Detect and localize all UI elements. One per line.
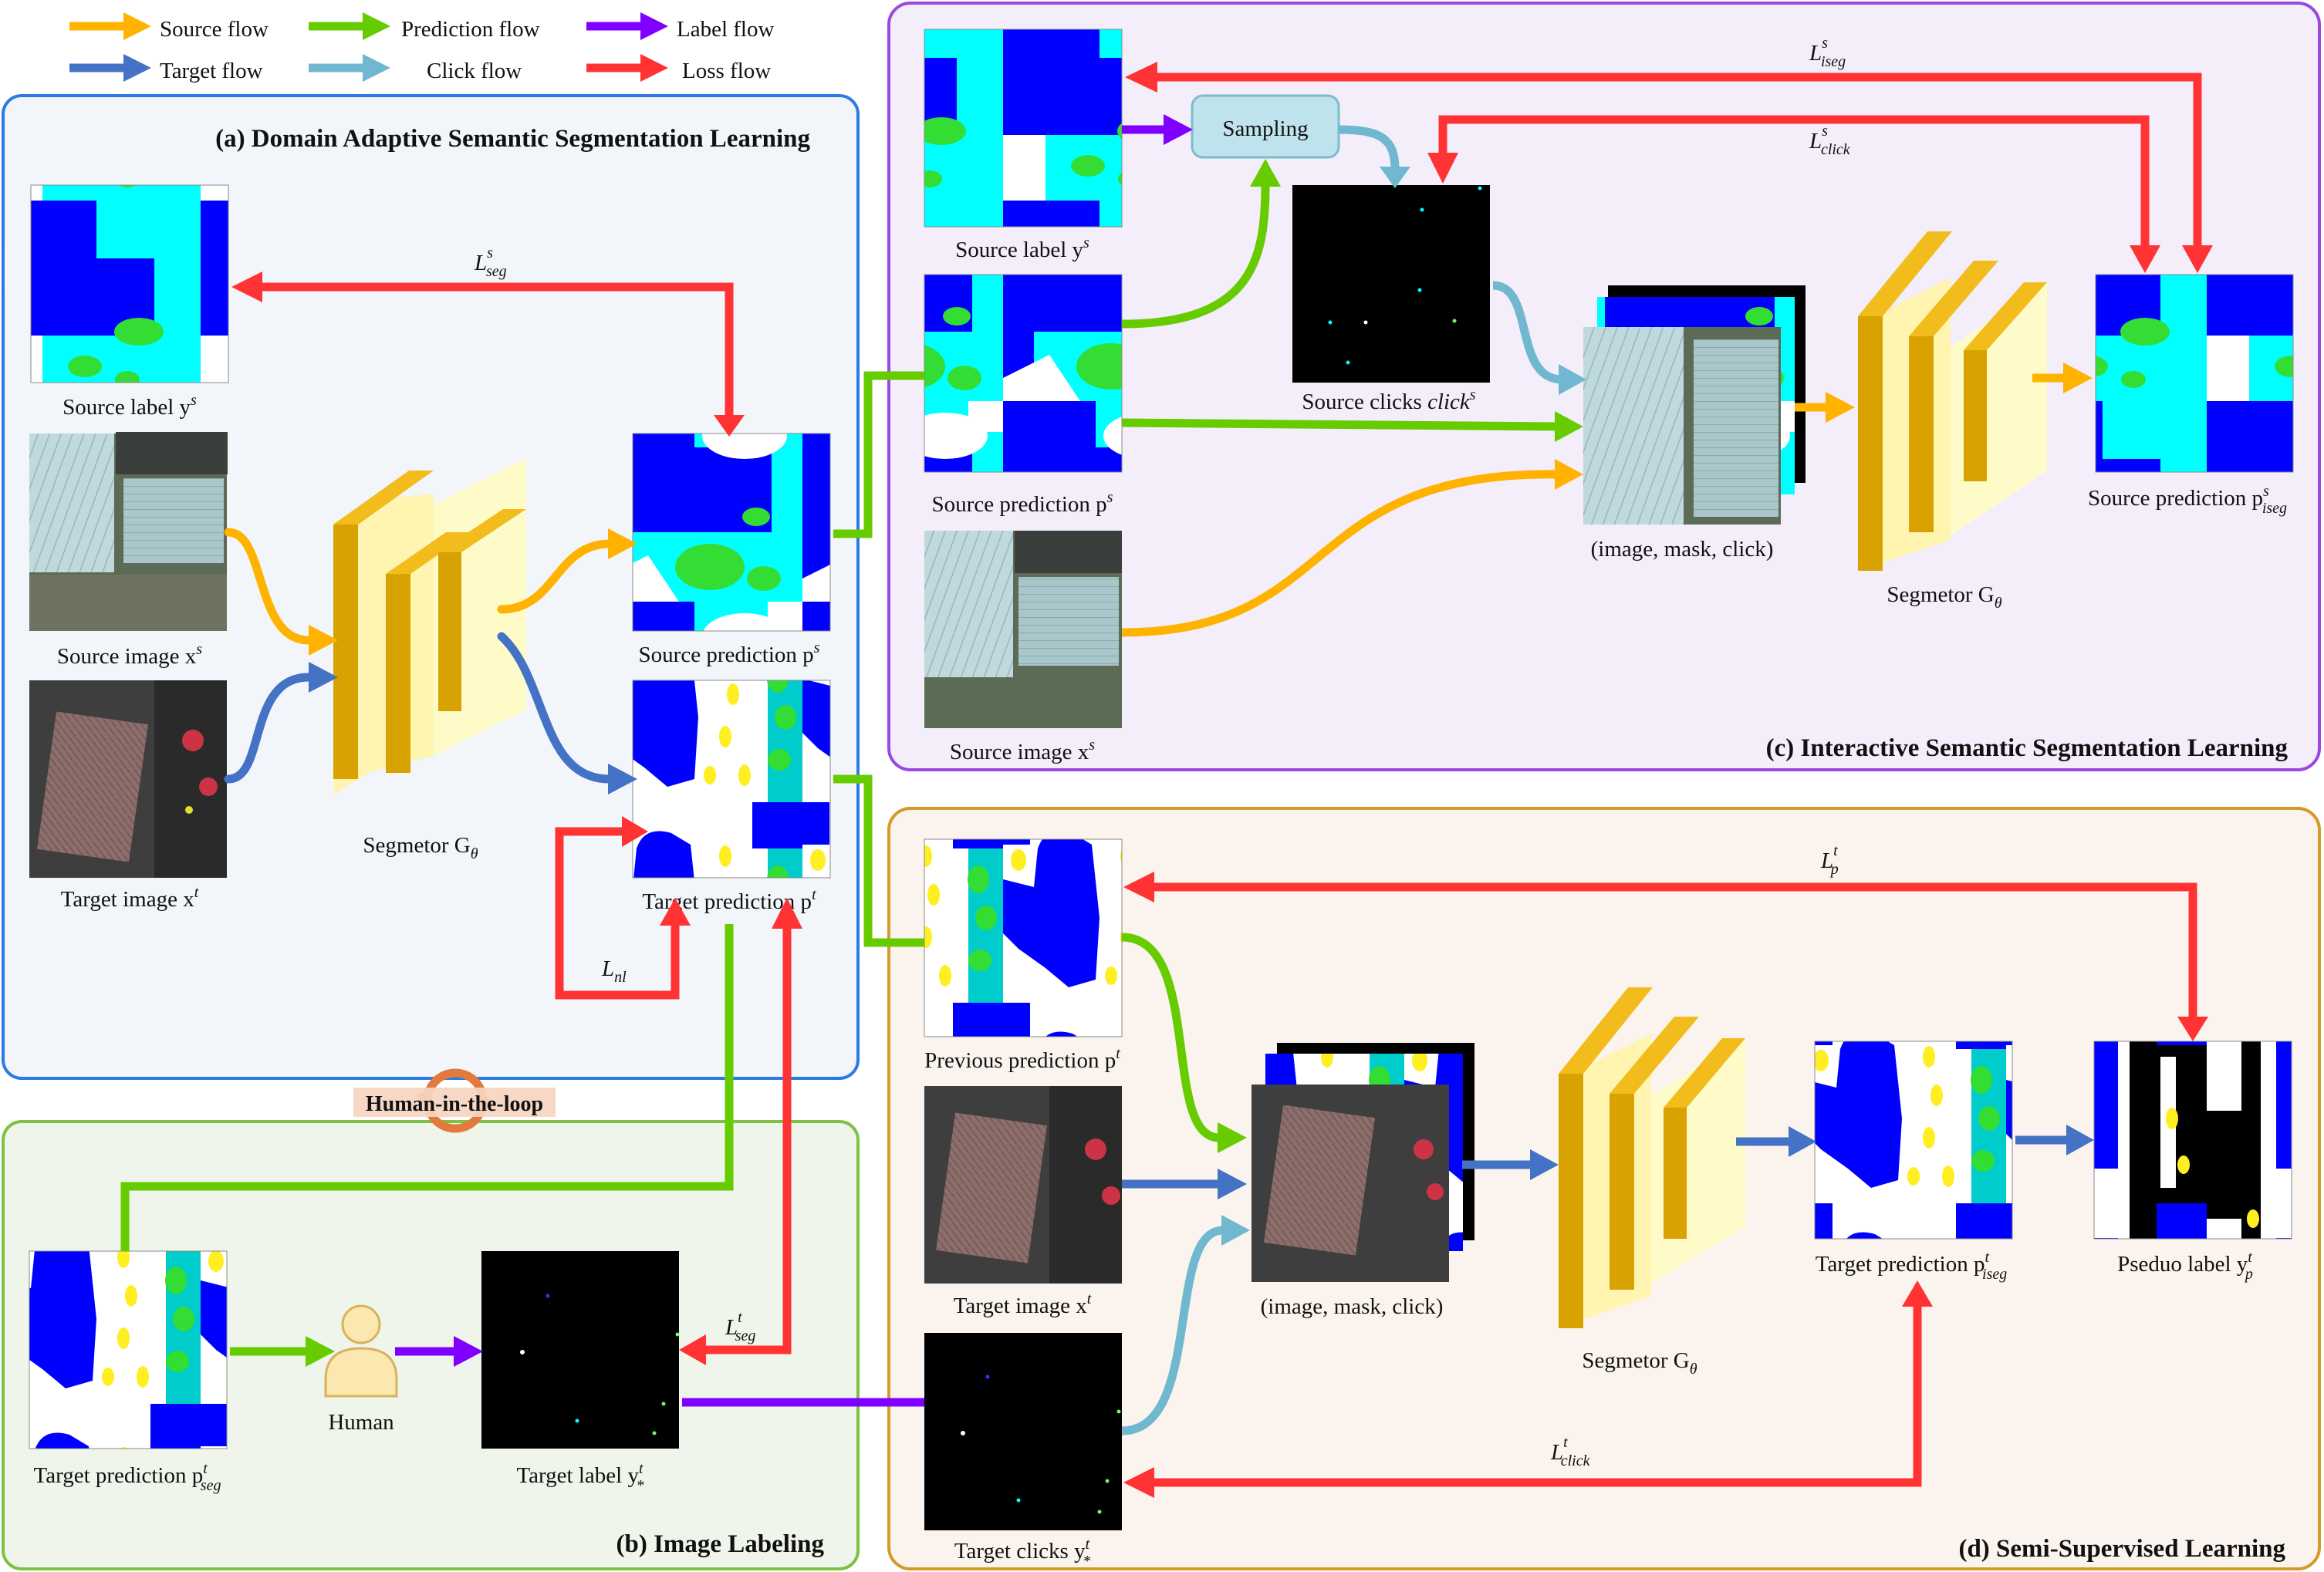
b-human-caption: Human	[328, 1410, 394, 1435]
a-source-label-caption: Source label ys	[62, 392, 197, 420]
a-flow-arrows	[224, 282, 734, 1000]
d-target-clicks-image	[924, 1333, 1122, 1530]
d-image-mask-click-stack	[1252, 1043, 1474, 1282]
a-target-pred-image	[632, 680, 831, 879]
c-source-clicks-image	[1292, 185, 1490, 383]
human-icon	[324, 1304, 398, 1398]
a-source-pred-caption: Source prediction ps	[639, 639, 820, 667]
human-in-the-loop: Human-in-the-loop	[353, 1068, 556, 1133]
c-flow-arrows	[833, 73, 2202, 637]
legend-click-flow: Click flow	[309, 54, 522, 83]
legend: Source flow Prediction flow Label flow T…	[69, 12, 774, 83]
legend-target-flow-label: Target flow	[160, 59, 263, 83]
c-source-label-caption: Source label ys	[955, 234, 1089, 262]
c-source-pred-image	[924, 274, 1123, 473]
c-source-image	[924, 531, 1122, 728]
human-in-the-loop-label: Human-in-the-loop	[366, 1092, 543, 1116]
a-loss-seg-s	[254, 282, 734, 421]
legend-label-flow: Label flow	[586, 12, 774, 42]
a-source-label-image	[30, 184, 229, 383]
legend-click-flow-label: Click flow	[427, 59, 522, 83]
d-segmentor-caption: Segmetor Gθ	[1582, 1348, 1697, 1378]
d-target-image	[924, 1086, 1122, 1284]
d-pseudo-label-image	[2093, 1041, 2292, 1240]
c-source-image-caption: Source image xs	[950, 737, 1095, 764]
legend-source-flow-label: Source flow	[160, 17, 269, 42]
a-source-flow-in	[224, 528, 313, 645]
legend-loss-flow: Loss flow	[586, 54, 771, 83]
b-target-label-caption: Target label yt*	[516, 1460, 643, 1494]
d-prev-pred-caption: Previous prediction pt	[924, 1045, 1120, 1073]
a-segmentor-caption: Segmetor Gθ	[363, 833, 478, 862]
c-segmentor-caption: Segmetor Gθ	[1887, 582, 2001, 612]
a-target-image-caption: Target image xt	[61, 884, 199, 912]
panel-d-title: (d) Semi-Supervised Learning	[1958, 1535, 2285, 1563]
c-sampling-label: Sampling	[1222, 116, 1308, 141]
b-target-pred-image	[29, 1250, 228, 1449]
panel-a-title: (a) Domain Adaptive Semantic Segmentatio…	[215, 125, 810, 153]
panel-b-title: (b) Image Labeling	[616, 1530, 824, 1558]
a-target-image	[29, 680, 227, 878]
legend-target-flow: Target flow	[69, 54, 263, 83]
legend-label-flow-label: Label flow	[677, 17, 774, 42]
a-source-pred-image	[632, 433, 831, 632]
d-target-pred-iseg-image	[1814, 1041, 2013, 1240]
d-target-image-caption: Target image xt	[954, 1290, 1092, 1318]
a-source-image	[29, 432, 228, 631]
d-segmentor-icon	[1559, 987, 1745, 1328]
a-target-flow-in	[224, 673, 313, 784]
a-loss-nl	[555, 827, 680, 1000]
d-prev-pred-image	[924, 838, 1123, 1037]
d-target-clicks-caption: Target clicks yt*	[954, 1536, 1090, 1570]
panel-c-title: (c) Interactive Semantic Segmentation Le…	[1766, 734, 2289, 762]
legend-source-flow: Source flow	[69, 12, 269, 42]
legend-prediction-flow-label: Prediction flow	[401, 17, 540, 42]
legend-prediction-flow: Prediction flow	[309, 12, 540, 42]
c-source-clicks-caption: Source clicks clicks	[1302, 386, 1475, 414]
c-image-mask-click-caption: (image, mask, click)	[1591, 537, 1774, 562]
legend-loss-flow-label: Loss flow	[682, 59, 771, 83]
a-source-flow-out	[497, 539, 614, 614]
c-segmentor-icon	[1858, 231, 2047, 571]
a-source-image-caption: Source image xs	[57, 641, 202, 669]
c-image-mask-click-stack	[1583, 285, 1805, 525]
c-source-label-image	[924, 29, 1123, 228]
c-sampling-box: Sampling	[1191, 94, 1340, 159]
a-segmentor-icon	[333, 458, 526, 794]
d-flow-arrows	[833, 774, 2197, 1487]
c-source-pred-caption: Source prediction ps	[932, 489, 1113, 517]
b-target-label-image	[481, 1251, 680, 1449]
d-image-mask-click-caption: (image, mask, click)	[1261, 1294, 1444, 1319]
panel-b-box	[2, 1120, 860, 1570]
a-target-flow-out	[497, 632, 614, 784]
c-source-pred-iseg-image	[2095, 274, 2294, 473]
a-loss-nl-label: Lnl	[601, 956, 627, 986]
